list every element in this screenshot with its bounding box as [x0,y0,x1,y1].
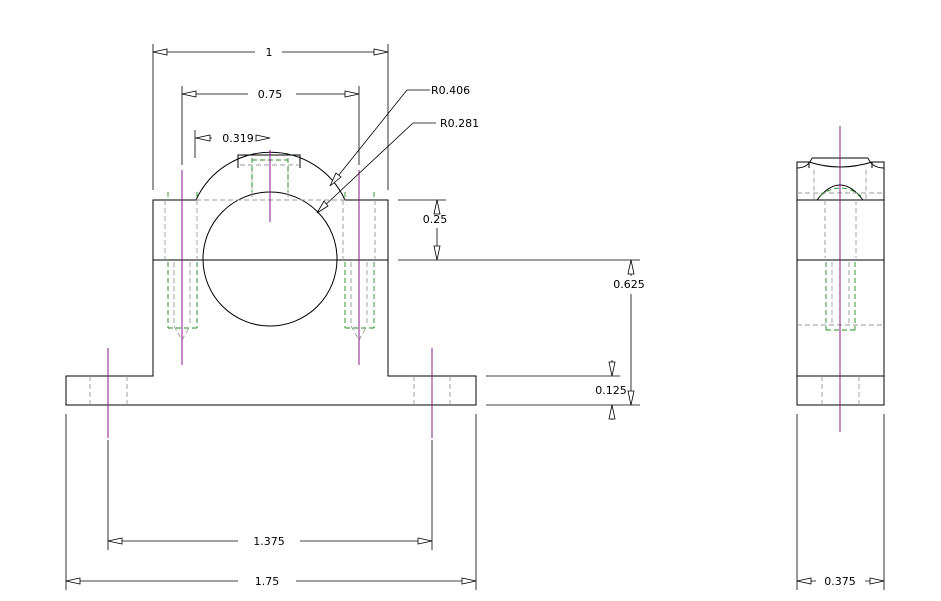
side-outline [796,161,885,406]
side-view [796,126,885,432]
dim-base-thickness: 0.125 [595,384,627,397]
dim-overall-top-width: 1 [266,46,273,59]
side-hidden [797,170,884,405]
dim-center-height: 0.625 [613,278,645,291]
front-centerlines [107,150,433,438]
base-outline [65,151,477,406]
front-view [65,150,477,438]
dim-offset: 0.319 [222,132,254,145]
dim-side-depth: 0.375 [824,575,856,588]
dim-radius-outer: R0.406 [431,84,470,97]
dimension-labels: 1 0.75 0.319 R0.406 R0.281 0.25 0.625 0.… [222,46,856,588]
base-hole-hidden [89,376,451,405]
side-thread [819,187,862,331]
top-boss [237,154,301,168]
dim-cap-height: 0.25 [423,213,448,226]
dim-radius-inner: R0.281 [440,117,479,130]
dimension-lines [65,44,885,590]
dim-bolt-spacing-top: 0.75 [258,88,283,101]
dim-base-bolt-spacing: 1.375 [253,535,285,548]
dim-base-width: 1.75 [255,575,280,588]
